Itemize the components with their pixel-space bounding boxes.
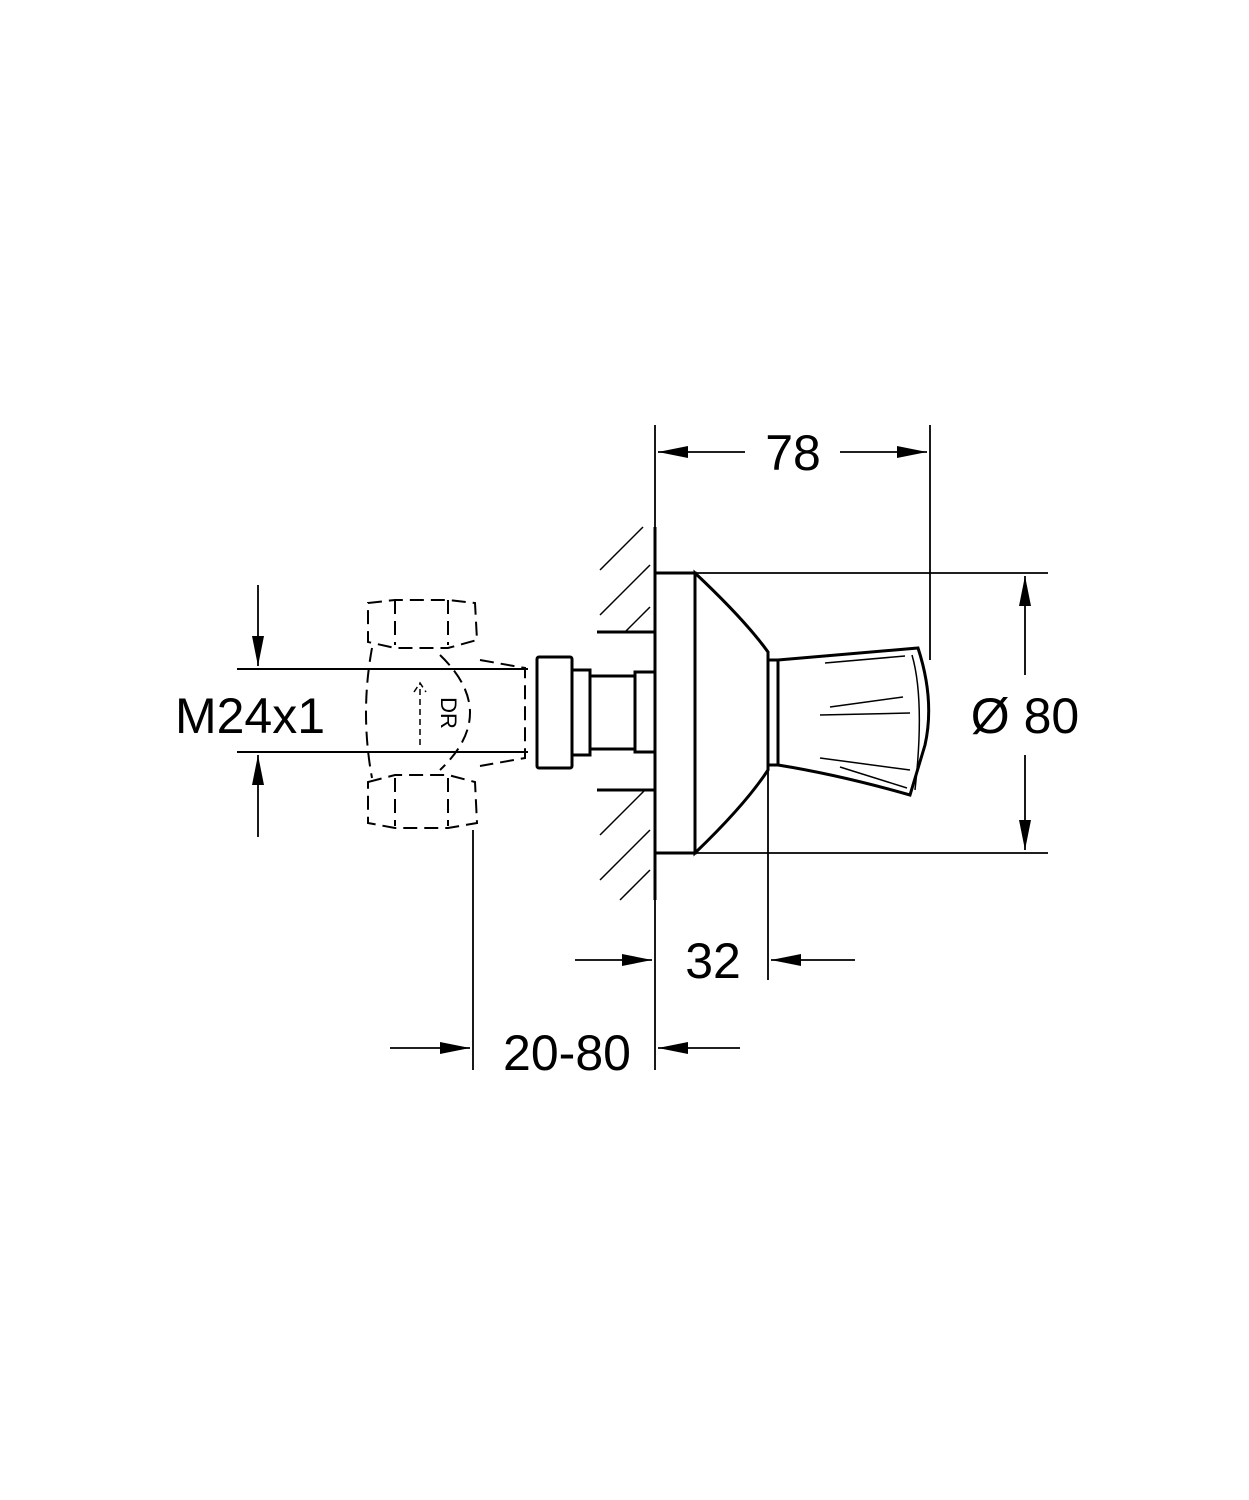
dimension-78-label: 78 [765,425,821,481]
dimension-78 [654,425,931,660]
rosette [653,569,770,857]
dimension-20-80 [390,830,740,1070]
flow-arrow-icon [413,681,427,745]
dimension-32-label: 32 [685,933,741,989]
connection-fitting [535,655,657,770]
dimension-20-80-label: 20-80 [503,1025,631,1081]
wall-hatching [599,526,651,901]
thread-lines [237,668,528,753]
handle-knob [766,646,931,797]
dimension-thread-label: M24x1 [175,688,325,744]
body-marking: DR [436,697,461,729]
dimension-diameter-label: Ø 80 [971,688,1079,744]
concealed-valve-body [365,599,526,829]
dimension-diameter-80 [695,572,1048,854]
dimension-32 [575,770,855,985]
